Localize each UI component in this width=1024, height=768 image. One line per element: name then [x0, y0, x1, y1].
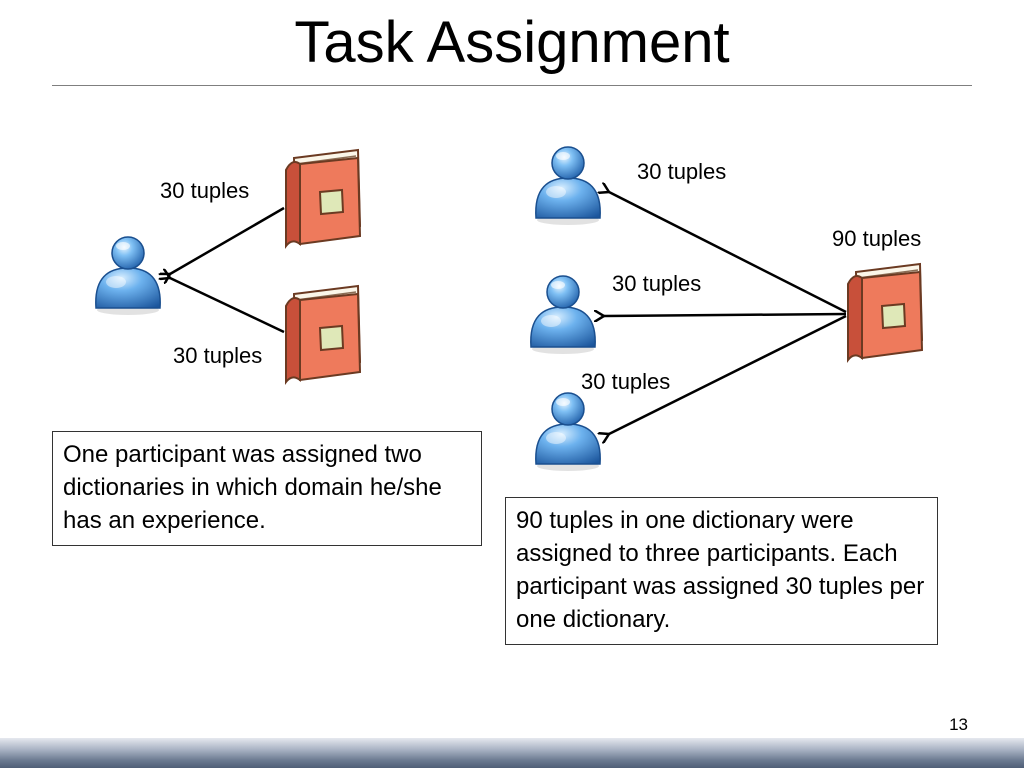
arrow-left-top	[170, 206, 285, 274]
arrow-left-bottom	[170, 278, 285, 334]
page-number: 13	[949, 715, 968, 734]
right-person-2-icon	[530, 275, 596, 355]
slide-title: Task Assignment	[294, 10, 730, 75]
left-label-top: 30 tuples	[160, 178, 250, 203]
right-label-person-3: 30 tuples	[581, 369, 671, 394]
right-person-1-icon	[535, 146, 601, 226]
left-book-top-icon	[285, 149, 361, 247]
right-label-person-1: 30 tuples	[637, 159, 727, 184]
right-caption-box: 90 tuples in one dictionary were assigne…	[505, 497, 938, 645]
right-label-person-2: 30 tuples	[612, 271, 702, 296]
footer-band	[0, 738, 1024, 768]
right-caption-text: 90 tuples in one dictionary were assigne…	[516, 507, 925, 633]
right-label-book: 90 tuples	[832, 226, 922, 251]
right-person-3-icon	[535, 392, 601, 472]
arrow-right-bottom	[609, 314, 847, 434]
left-caption-box: One participant was assigned two diction…	[52, 431, 482, 546]
arrow-right-top	[609, 192, 847, 314]
left-caption-text: One participant was assigned two diction…	[63, 441, 442, 534]
left-book-bottom-icon	[285, 285, 361, 383]
left-person-icon	[95, 236, 161, 316]
title-divider	[52, 85, 972, 86]
arrow-right-middle	[604, 314, 847, 316]
right-book-icon	[847, 263, 923, 361]
left-label-bottom: 30 tuples	[173, 343, 263, 368]
